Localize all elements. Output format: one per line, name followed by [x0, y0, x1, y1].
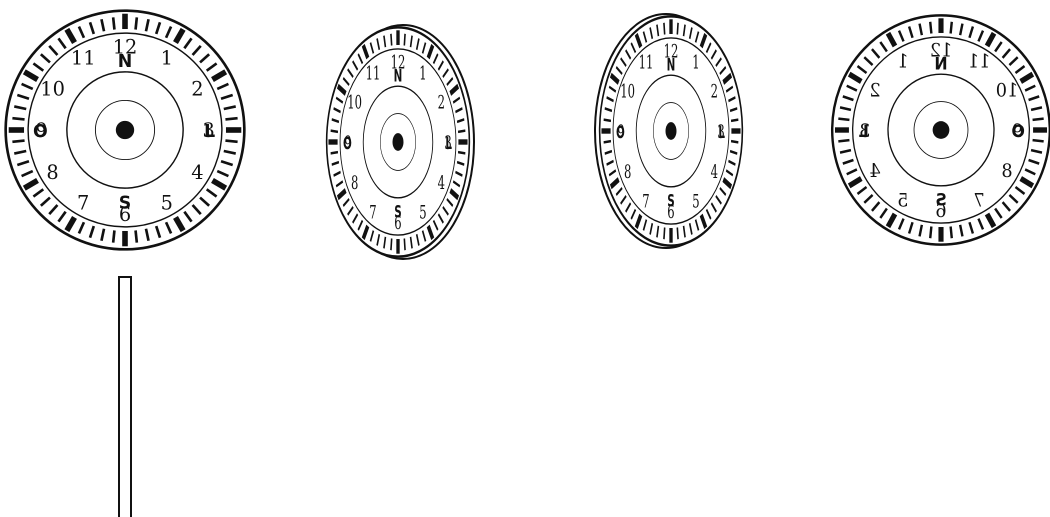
vertical-post: [119, 277, 131, 517]
back-view-mirrored: [832, 15, 1050, 244]
oblique-view-right-rim: [327, 25, 474, 259]
oblique-view-left-rim: [595, 14, 742, 248]
front-view: [6, 11, 245, 250]
